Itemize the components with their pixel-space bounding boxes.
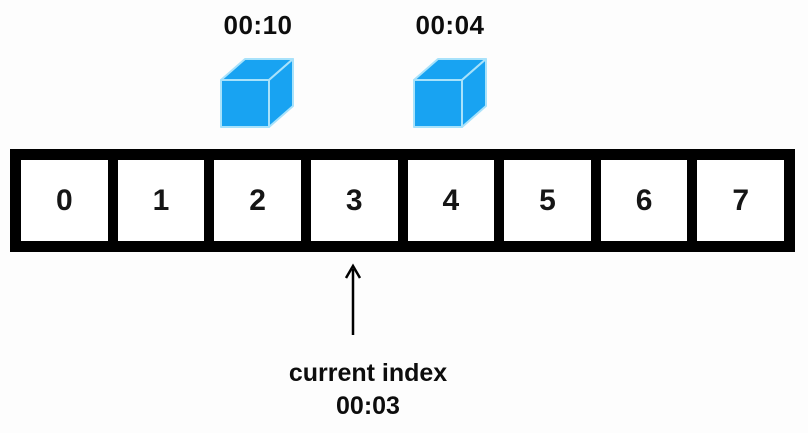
array-cell: 5 [499,155,596,246]
array-container: 0 1 2 3 4 5 6 7 [10,149,795,252]
array-cell: 7 [692,155,789,246]
array-cell: 1 [112,155,210,246]
array-cell: 2 [209,155,306,246]
array-cell: 3 [305,155,403,246]
array-cell: 0 [16,155,113,246]
cube-timestamp-label: 00:04 [415,10,485,40]
array-cell: 6 [595,155,693,246]
cube-icon [220,58,294,128]
pointer-caption-line1: current index [288,359,448,387]
arrow-up-icon [344,263,362,335]
pointer-caption: current index 00:03 [238,357,498,423]
cube-icon [413,58,487,128]
pointer-caption-line2: 00:03 [336,392,400,420]
array-cell: 4 [402,155,500,246]
cube-timestamp-label: 00:10 [223,10,293,40]
